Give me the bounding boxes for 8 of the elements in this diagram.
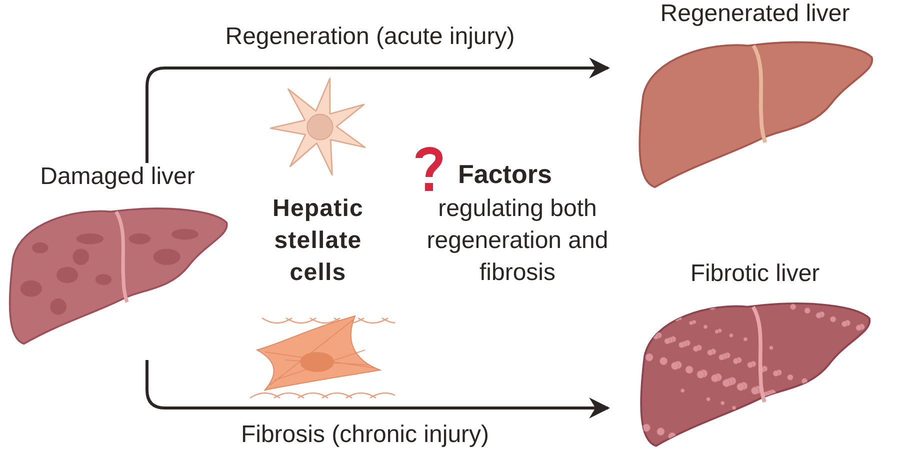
cell-type-label: Hepatic stellate cells [272,194,364,288]
factors-description: regulating both regeneration and fibrosis [426,194,610,288]
arrow [146,360,610,418]
liver-label: Fibrotic liver [690,260,820,288]
liver-label: Damaged liver [40,163,195,191]
liver-label: Regenerated liver [660,0,850,28]
arrow [146,58,610,163]
factors-heading: Factors [458,158,552,190]
